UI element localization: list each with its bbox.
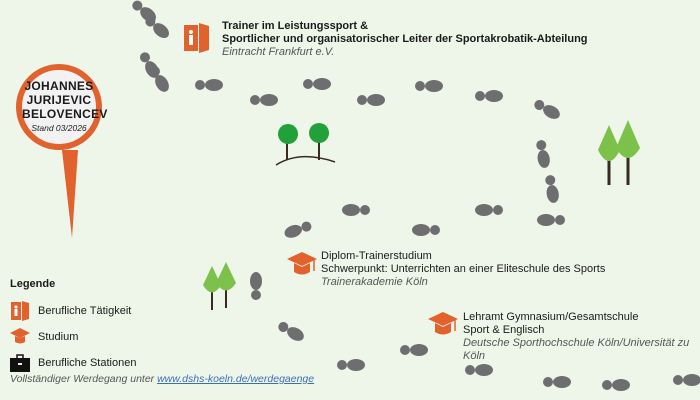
legend: Legende Berufliche Tätigkeit Studium Ber…: [10, 278, 136, 376]
station-subtitle: Sport & Englisch: [463, 324, 545, 336]
station-subtitle: Sportlicher und organisatorischer Leiter…: [222, 33, 588, 45]
footprint-icon: [537, 214, 565, 226]
footprint-icon: [278, 322, 304, 341]
footprint-icon: [534, 100, 560, 119]
station-org: Deutsche Sporthochschule Köln/Universitä…: [463, 337, 690, 362]
first-name: JOHANNES: [24, 79, 94, 93]
graduation-cap-icon: [10, 328, 30, 344]
footprint-icon: [602, 379, 630, 391]
legend-label: Studium: [38, 331, 79, 343]
footprint-icon: [342, 204, 370, 216]
footprint-icon: [150, 66, 169, 92]
legend-item: Berufliche Stationen: [10, 350, 136, 376]
legend-item: Studium: [10, 324, 136, 350]
footprints: [132, 0, 700, 391]
station-subtitle: Schwerpunkt: Unterrichten an einer Elite…: [321, 263, 606, 275]
graduation-cap-icon: [428, 312, 458, 335]
footprint-icon: [475, 204, 503, 216]
door-person-icon: [184, 23, 209, 53]
legend-title: Legende: [10, 278, 56, 290]
tree-group-3: [203, 262, 236, 310]
footprint-icon: [412, 224, 440, 236]
footer-note: Vollständiger Werdegang unter www.dshs-k…: [10, 373, 314, 385]
footprint-icon: [475, 90, 503, 102]
legend-label: Berufliche Stationen: [38, 357, 137, 369]
footprint-icon: [145, 16, 169, 38]
tree-group-2: [598, 120, 640, 185]
station-title: Lehramt Gymnasium/Gesamtschule: [463, 311, 639, 323]
station-title: Diplom-Trainerstudium: [321, 250, 432, 262]
graduation-cap-icon: [287, 252, 317, 275]
footprint-icon: [545, 175, 559, 203]
legend-label: Berufliche Tätigkeit: [38, 305, 132, 317]
footprint-icon: [250, 94, 278, 106]
footprint-icon: [673, 374, 700, 386]
name-sign: JOHANNES JURIJEVIC BELOVENCEV Stand 03/2…: [16, 64, 108, 150]
werdegaenge-link[interactable]: www.dshs-koeln.de/werdegaenge: [157, 373, 315, 385]
legend-item: Berufliche Tätigkeit: [10, 298, 136, 324]
station-org: Eintracht Frankfurt e.V.: [222, 46, 335, 58]
footprint-icon: [195, 79, 223, 91]
footprint-icon: [465, 364, 493, 376]
last-name: BELOVENCEV: [22, 107, 108, 121]
station-dshs: Lehramt Gymnasium/Gesamtschule Sport & E…: [463, 311, 700, 363]
footprint-icon: [250, 272, 262, 300]
station-trainerakademie: Diplom-Trainerstudium Schwerpunkt: Unter…: [321, 250, 605, 289]
station-org: Trainerakademie Köln: [321, 276, 428, 288]
tree-group-1: [275, 123, 336, 166]
station-title: Trainer im Leistungssport &: [222, 20, 369, 32]
briefcase-icon: [10, 354, 30, 372]
station-eintracht: Trainer im Leistungssport & Sportlicher …: [222, 20, 588, 59]
footer-text: Vollständiger Werdegang unter: [10, 373, 158, 385]
footprint-icon: [357, 94, 385, 106]
middle-name: JURIJEVIC: [26, 93, 92, 107]
footprint-icon: [303, 78, 331, 90]
sign-pole: [62, 150, 78, 238]
footprint-icon: [536, 140, 550, 168]
footprint-icon: [400, 344, 428, 356]
door-person-icon: [11, 301, 29, 321]
footprint-icon: [415, 80, 443, 92]
stand-date: Stand 03/2026: [31, 123, 87, 133]
footprint-icon: [337, 359, 365, 371]
footprint-icon: [543, 376, 571, 388]
footprint-icon: [284, 221, 312, 238]
